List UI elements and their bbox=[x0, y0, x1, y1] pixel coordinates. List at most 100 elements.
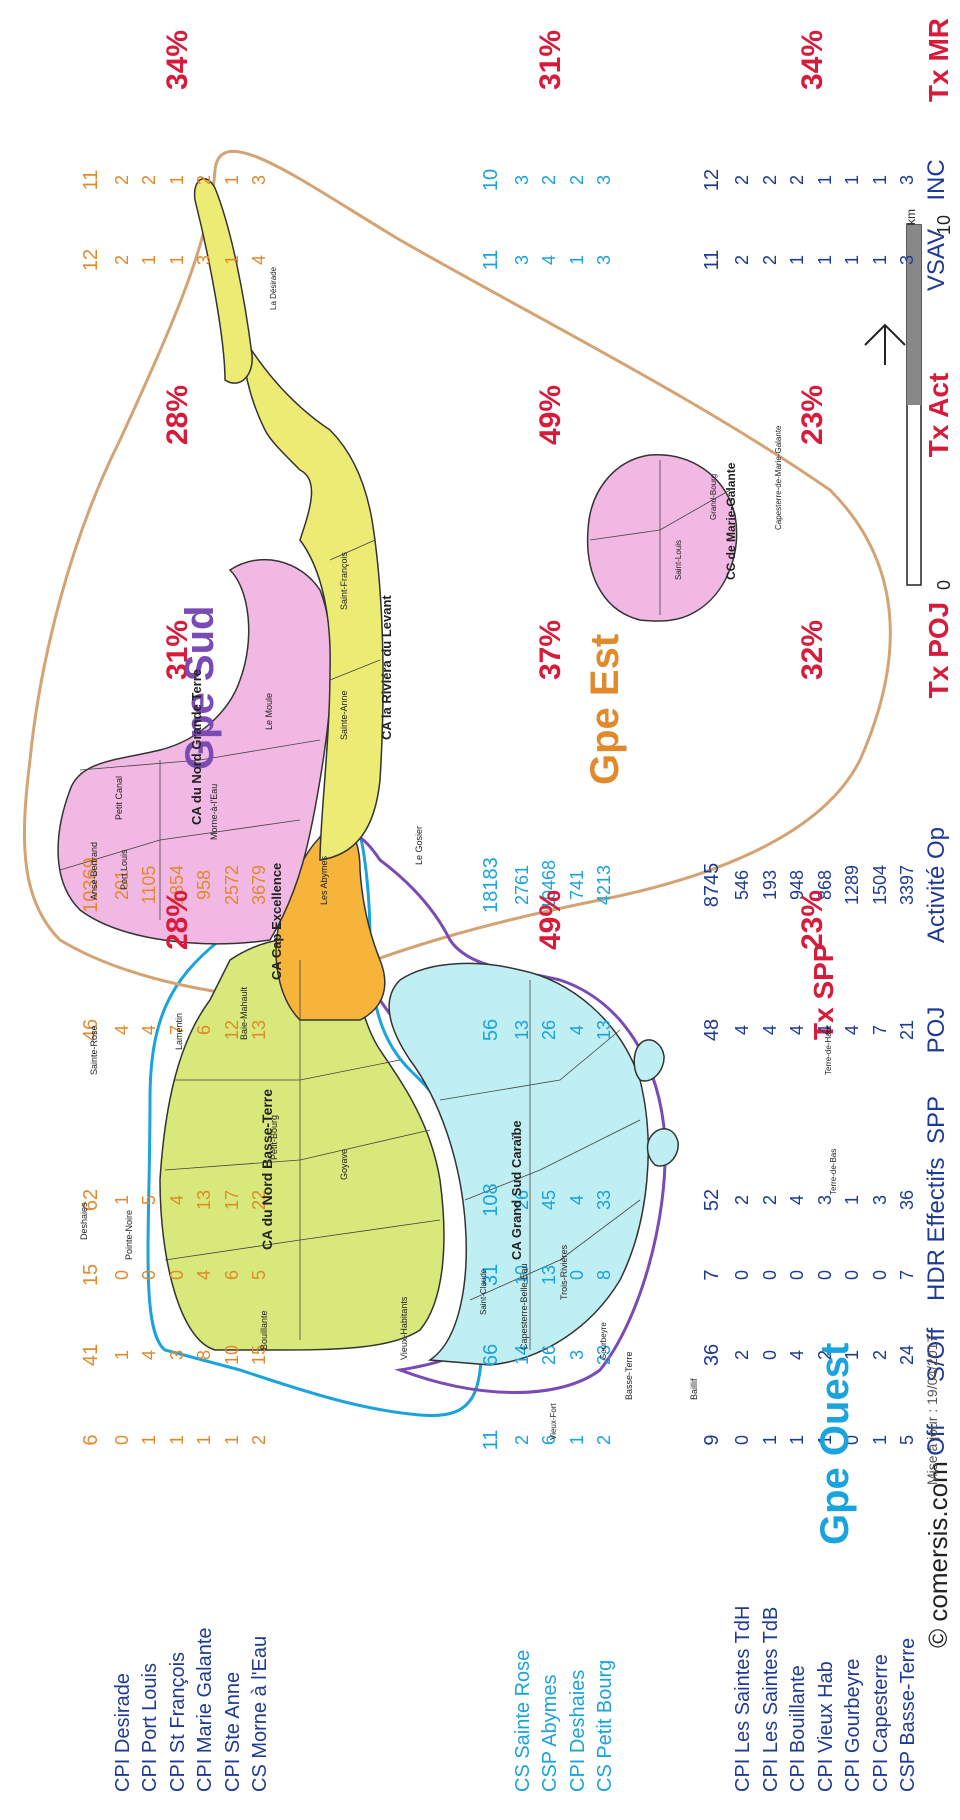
header-tx-mr: Tx MR bbox=[923, 18, 954, 102]
station-name: CPI Vieux Hab bbox=[814, 1661, 837, 1792]
map-label-port-louis: Port Louis bbox=[119, 849, 129, 890]
cell-vsav: 4 bbox=[249, 254, 269, 266]
map-label-petit-bourg: Petit-Bourg bbox=[269, 1114, 279, 1160]
cell-act: 741 bbox=[566, 869, 587, 901]
cell-vsav: 1 bbox=[166, 254, 187, 266]
cell-eff: 3 bbox=[814, 1194, 835, 1206]
cell-hdr: 13 bbox=[539, 1264, 559, 1286]
header-tx-act: Tx Act bbox=[923, 372, 954, 458]
map-label-trois-rivieres: Trois-Rivières bbox=[559, 1244, 569, 1300]
map-label-cc-marie-galante: CC de Marie-Galante bbox=[724, 462, 738, 580]
map-label-les-abymes: Les Abymes bbox=[319, 855, 329, 905]
cell-off: 1 bbox=[194, 1434, 214, 1446]
scale-label-0: 0 bbox=[934, 579, 954, 591]
map-label-terre-de-haut: Terre-de-Haut bbox=[824, 1025, 833, 1075]
total-act: 8745 bbox=[700, 862, 723, 908]
map-label-grand-bourg: Grand-Bourg bbox=[709, 473, 718, 520]
cell-vsav: 2 bbox=[732, 254, 752, 266]
station-name: CPI Gourbeyre bbox=[842, 1658, 864, 1792]
station-name: CSP Basse-Terre bbox=[897, 1637, 919, 1792]
cell-act: 193 bbox=[759, 869, 780, 901]
station-name: CPI Deshaies bbox=[566, 1669, 589, 1792]
cell-soff: 4 bbox=[139, 1349, 159, 1361]
total-off: 6 bbox=[80, 1434, 102, 1446]
cell-soff: 26 bbox=[539, 1344, 559, 1366]
cell-vsav: 3 bbox=[194, 254, 214, 266]
cell-soff: 2 bbox=[869, 1349, 890, 1361]
cell-off: 2 bbox=[511, 1434, 532, 1446]
tx-spp-value: 28% bbox=[161, 889, 195, 951]
cell-soff: 3 bbox=[166, 1349, 187, 1361]
cell-inc: 1 bbox=[814, 174, 835, 186]
region-grand-sud-caraibe bbox=[388, 962, 649, 1366]
cell-eff: 33 bbox=[594, 1189, 614, 1211]
region-les-saintes-1 bbox=[646, 1128, 679, 1167]
cell-inc: 2 bbox=[732, 174, 752, 186]
total-eff: 52 bbox=[700, 1188, 723, 1212]
total-eff: 108 bbox=[480, 1183, 502, 1217]
commune-borders bbox=[59, 460, 731, 1350]
cell-vsav: 1 bbox=[814, 254, 835, 266]
cell-eff: 3 bbox=[869, 1194, 890, 1206]
cell-soff: 3 bbox=[566, 1349, 587, 1361]
map-label-deshaies: Deshaies bbox=[79, 1202, 89, 1240]
cell-inc: 3 bbox=[897, 174, 917, 186]
cell-eff: 1 bbox=[842, 1194, 862, 1206]
cell-soff: 0 bbox=[759, 1349, 780, 1361]
station-name: CPI Desirade bbox=[111, 1673, 134, 1792]
cell-poj: 26 bbox=[539, 1019, 559, 1041]
cell-vsav: 1 bbox=[566, 254, 587, 266]
cell-poj: 13 bbox=[249, 1019, 269, 1041]
cell-poj: 4 bbox=[759, 1024, 780, 1036]
station-name: CS Petit Bourg bbox=[594, 1659, 616, 1792]
station-name: CS Morne à l'Eau bbox=[249, 1635, 271, 1792]
cell-soff: 10 bbox=[221, 1344, 242, 1366]
map-label-capesterre-mg: Capesterre-de-Marie-Galante bbox=[774, 425, 783, 531]
cell-inc: 2 bbox=[111, 174, 132, 186]
cell-vsav: 1 bbox=[842, 254, 862, 266]
tx-mr-value: 31% bbox=[533, 29, 567, 91]
tx-spp-value: 49% bbox=[533, 889, 567, 951]
total-off: 11 bbox=[480, 1429, 502, 1451]
cell-soff: 8 bbox=[194, 1349, 214, 1361]
tx-poj-value: 32% bbox=[795, 619, 829, 681]
cell-hdr: 6 bbox=[221, 1269, 242, 1281]
cell-hdr: 0 bbox=[732, 1269, 752, 1281]
cell-vsav: 2 bbox=[111, 254, 132, 266]
cell-act: 958 bbox=[194, 869, 214, 901]
tx-mr-value: 34% bbox=[795, 29, 829, 91]
header-vsav: VSAV bbox=[923, 228, 950, 292]
station-name: CS Sainte Rose bbox=[511, 1649, 534, 1792]
header-hdr: HDR bbox=[923, 1249, 950, 1301]
cell-act: 3679 bbox=[249, 864, 269, 906]
map-label-saint-claude: Saint-Claude bbox=[479, 1268, 488, 1315]
map-label-baie-mahault: Baie-Mahault bbox=[239, 986, 249, 1040]
cell-off: 2 bbox=[594, 1434, 614, 1446]
station-name: CPI Port Louis bbox=[139, 1663, 161, 1792]
copyright: © comersis.com bbox=[923, 1461, 953, 1648]
scale-label-10: 10 bbox=[934, 214, 954, 236]
total-poj: 48 bbox=[700, 1018, 723, 1042]
cell-inc: 2 bbox=[566, 174, 587, 186]
total-inc: 12 bbox=[700, 168, 723, 192]
map-label-sainte-anne: Sainte-Anne bbox=[339, 690, 349, 740]
cell-eff: 4 bbox=[566, 1194, 587, 1206]
station-name: CPI Bouillante bbox=[787, 1665, 809, 1792]
station-name: CPI Les Saintes TdH bbox=[732, 1605, 754, 1792]
cell-vsav: 1 bbox=[221, 254, 242, 266]
map-label-capesterre-be: Capesterre-Belle-Eau bbox=[519, 1263, 529, 1350]
total-hdr: 7 bbox=[700, 1269, 723, 1281]
cell-poj: 13 bbox=[511, 1019, 532, 1041]
cell-poj: 4 bbox=[111, 1024, 132, 1036]
cell-inc: 2 bbox=[139, 174, 159, 186]
cell-inc: 2 bbox=[759, 174, 780, 186]
cell-act: 1504 bbox=[869, 864, 890, 906]
cell-act: 3397 bbox=[897, 864, 917, 906]
map-label-petit-canal: Petit Canal bbox=[114, 775, 124, 820]
cell-inc: 2 bbox=[539, 174, 559, 186]
map-label-pointe-noire: Pointe-Noire bbox=[124, 1209, 134, 1260]
map-label-goyave: Goyave bbox=[339, 1148, 349, 1180]
cell-eff: 2 bbox=[732, 1194, 752, 1206]
cell-hdr: 8 bbox=[594, 1269, 614, 1281]
